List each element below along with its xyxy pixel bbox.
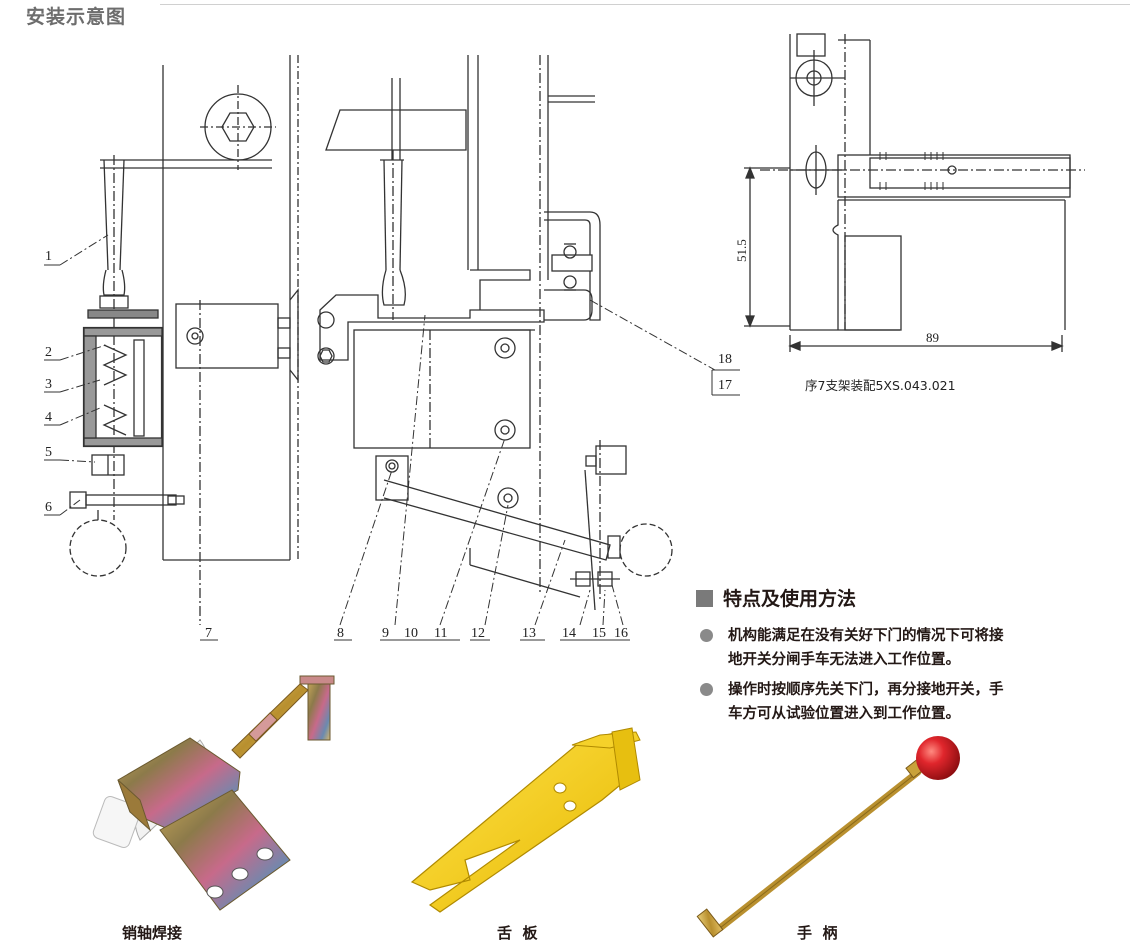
photo-caption-handle: 手 柄 [797,924,838,942]
feature-item-line: 操作时按顺序先关下门，再分接地开关，手 [728,682,1004,698]
callout-4: 4 [45,410,52,425]
callout-10: 10 [404,626,418,641]
dimension-width: 89 [926,330,939,345]
callout-6: 6 [45,500,52,515]
dimension-height: 51.5 [734,239,749,262]
photo-pin-weld [92,675,335,911]
callout-8: 8 [337,626,344,641]
left-view [69,55,299,625]
bullet-dot-icon [700,683,713,696]
callout-5: 5 [45,445,52,460]
features-heading: 特点及使用方法 [696,584,856,611]
feature-item-line: 机构能满足在没有关好下门的情况下可将接 [728,628,1004,644]
photo-caption-pin-weld: 销轴焊接 [122,924,183,942]
callout-11: 11 [434,626,447,641]
callout-18: 18 [718,352,732,367]
feature-item: 机构能满足在没有关好下门的情况下可将接 地开关分闸手车无法进入工作位置。 [700,624,1120,672]
square-bullet-icon [696,590,713,607]
photo-handle [696,736,960,938]
feature-item: 操作时按顺序先关下门，再分接地开关，手 车方可从试验位置进入到工作位置。 [700,678,1120,726]
bullet-dot-icon [700,629,713,642]
callout-9: 9 [382,626,389,641]
features-heading-text: 特点及使用方法 [723,588,857,610]
callout-13: 13 [522,626,536,641]
middle-view [317,55,673,611]
bracket-assembly-caption: 序7支架装配5XS.043.021 [805,378,956,393]
page-title: 安装示意图 [26,6,127,28]
callout-16: 16 [614,626,628,641]
leader-lines [59,234,716,626]
photo-caption-tongue-plate: 舌 板 [497,924,538,942]
callout-7: 7 [205,626,212,641]
features-list: 机构能满足在没有关好下门的情况下可将接 地开关分闸手车无法进入工作位置。 操作时… [700,624,1120,732]
callout-17: 17 [718,378,732,393]
feature-item-line: 车方可从试验位置进入到工作位置。 [728,706,960,722]
feature-item-line: 地开关分闸手车无法进入工作位置。 [728,652,960,668]
photo-tongue-plate [410,727,641,913]
callout-15: 15 [592,626,606,641]
callout-3: 3 [45,377,52,392]
callout-14: 14 [562,626,576,641]
callout-2: 2 [45,345,52,360]
header-divider [160,4,1130,5]
callout-12: 12 [471,626,485,641]
bracket-view [744,33,1085,352]
callout-1: 1 [45,249,52,264]
